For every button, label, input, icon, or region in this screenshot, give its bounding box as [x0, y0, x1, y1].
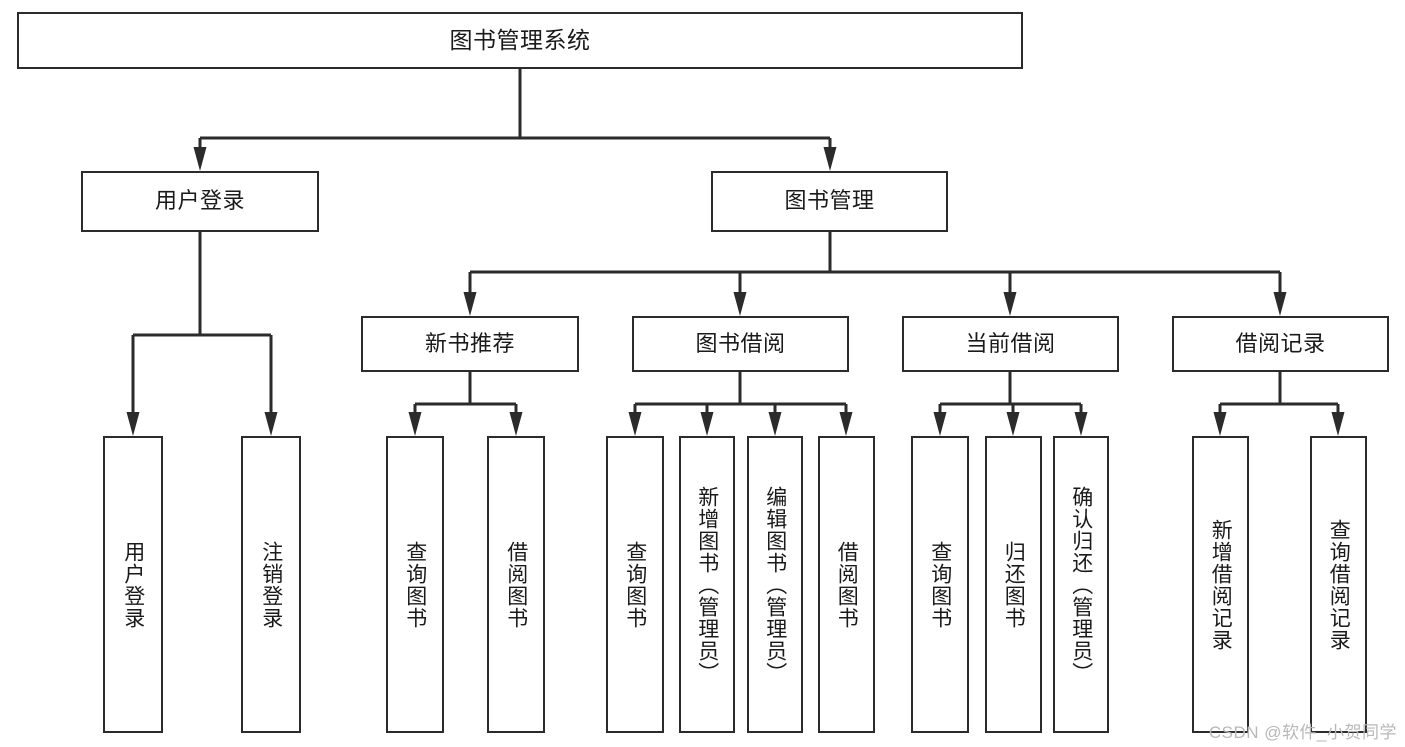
node-leaf-add-book-admin[interactable]: 新增图书（管理员）	[679, 436, 735, 733]
node-leaf-borrow-book-2[interactable]: 借阅图书	[818, 436, 875, 733]
node-leaf-logout-login[interactable]: 注销登录	[241, 436, 301, 733]
node-label: 新增借阅记录	[1209, 518, 1233, 651]
node-label: 图书管理	[784, 188, 875, 214]
node-leaf-query-book-1[interactable]: 查询图书	[386, 436, 444, 733]
node-label: 借阅记录	[1235, 330, 1326, 356]
node-leaf-return-book[interactable]: 归还图书	[985, 436, 1042, 733]
current-borrow-group-arrow-2-head	[1074, 412, 1088, 436]
book-borrow-group-arrow-2-head	[768, 412, 782, 436]
node-book-management[interactable]: 图书管理	[711, 171, 948, 232]
node-root[interactable]: 图书管理系统	[17, 12, 1023, 69]
node-label: 确认归还（管理员）	[1069, 485, 1093, 684]
book-borrow-group-arrow-1-head	[700, 412, 714, 436]
node-label: 查询图书	[928, 540, 952, 629]
root-arrow-0-head	[193, 147, 207, 171]
node-label: 用户登录	[121, 540, 145, 629]
node-leaf-edit-book-admin[interactable]: 编辑图书（管理员）	[747, 436, 803, 733]
book-mgmt-arrow-1-head	[733, 292, 747, 316]
node-label: 新书推荐	[424, 330, 515, 356]
node-label: 图书管理系统	[449, 26, 591, 53]
book-mgmt-arrow-3-head	[1273, 292, 1287, 316]
node-leaf-borrow-book-1[interactable]: 借阅图书	[487, 436, 545, 733]
node-leaf-confirm-return-admin[interactable]: 确认归还（管理员）	[1053, 436, 1109, 733]
current-borrow-group-arrow-0-head	[933, 412, 947, 436]
node-label: 查询借阅记录	[1327, 518, 1351, 651]
node-label: 查询图书	[403, 540, 427, 629]
book-borrow-group-arrow-3-head	[839, 412, 853, 436]
user-login-arrow-0-head	[126, 412, 140, 436]
node-label: 新增图书（管理员）	[695, 485, 719, 684]
node-leaf-query-borrow-record[interactable]: 查询借阅记录	[1310, 436, 1367, 733]
node-label: 图书借阅	[695, 330, 786, 356]
book-mgmt-arrow-2-head	[1003, 292, 1017, 316]
borrow-record-group-arrow-0-head	[1213, 412, 1227, 436]
node-label: 归还图书	[1002, 540, 1026, 629]
user-login-arrow-1-head	[264, 412, 278, 436]
node-current-borrow[interactable]: 当前借阅	[902, 316, 1119, 372]
node-leaf-user-login[interactable]: 用户登录	[103, 436, 163, 733]
new-book-recommend-group-arrow-0-head	[408, 412, 422, 436]
node-label: 注销登录	[259, 540, 283, 629]
root-arrow-1-head	[823, 147, 837, 171]
node-leaf-query-book-3[interactable]: 查询图书	[911, 436, 969, 733]
current-borrow-group-arrow-1-head	[1006, 412, 1020, 436]
node-user-login[interactable]: 用户登录	[81, 171, 319, 232]
node-label: 借阅图书	[835, 540, 859, 629]
node-book-borrow[interactable]: 图书借阅	[632, 316, 849, 372]
node-label: 当前借阅	[965, 330, 1056, 356]
node-leaf-query-book-2[interactable]: 查询图书	[606, 436, 664, 733]
book-mgmt-arrow-0-head	[463, 292, 477, 316]
book-borrow-group-arrow-0-head	[628, 412, 642, 436]
node-label: 用户登录	[154, 188, 245, 214]
node-leaf-add-borrow-record[interactable]: 新增借阅记录	[1192, 436, 1249, 733]
new-book-recommend-group-arrow-1-head	[509, 412, 523, 436]
node-borrow-record[interactable]: 借阅记录	[1172, 316, 1389, 372]
node-new-book-recommend[interactable]: 新书推荐	[361, 316, 579, 372]
node-label: 借阅图书	[504, 540, 528, 629]
node-label: 编辑图书（管理员）	[763, 485, 787, 684]
borrow-record-group-arrow-1-head	[1331, 412, 1345, 436]
node-label: 查询图书	[623, 540, 647, 629]
